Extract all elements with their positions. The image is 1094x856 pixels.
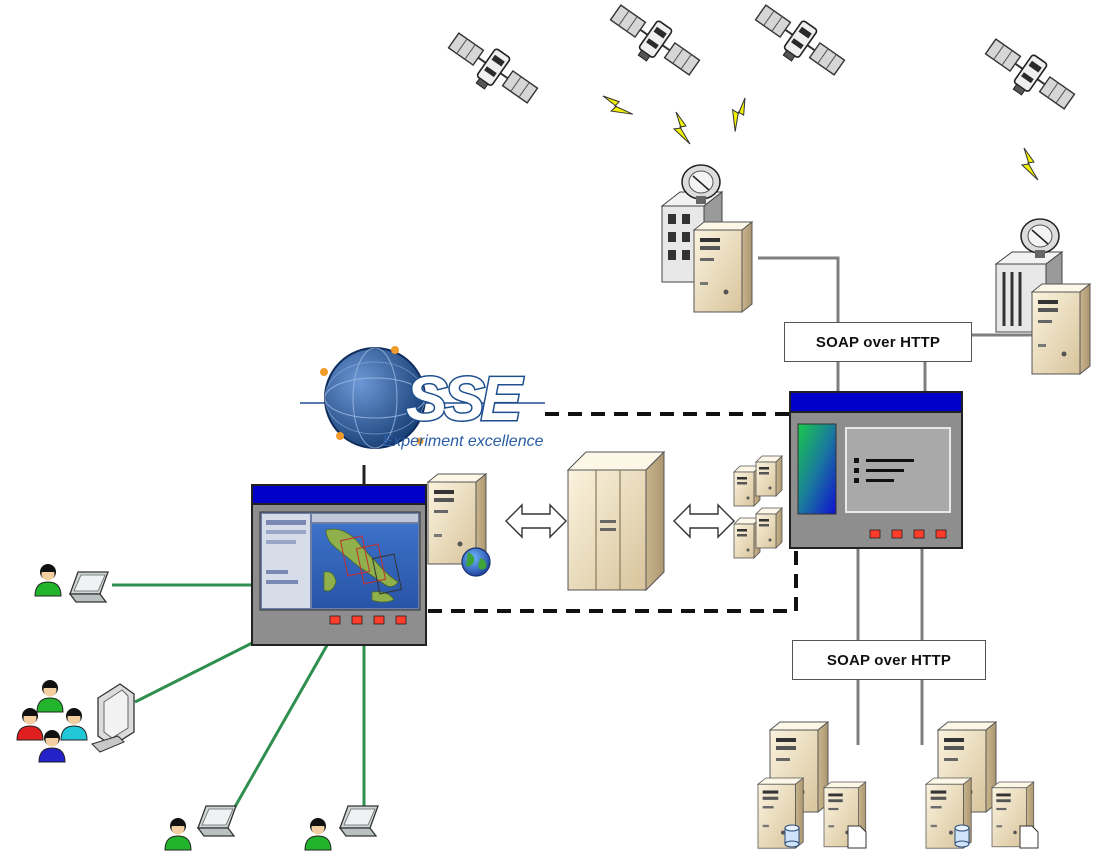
- workstation-icon: [91, 683, 135, 753]
- user-with-laptop-3: [304, 805, 379, 851]
- satellite-icon: [602, 0, 706, 87]
- user-icon: [164, 817, 192, 851]
- lightning-icon: [722, 96, 757, 133]
- globe-icon: [461, 547, 491, 577]
- database-icon: [784, 824, 800, 848]
- service-window: [789, 391, 963, 549]
- soap-label-bottom: SOAP over HTTP: [792, 640, 986, 680]
- web-server: [427, 473, 491, 577]
- logo-tagline: Experiment excellence: [383, 433, 544, 450]
- server-group-right: [925, 721, 1039, 849]
- database-icon: [954, 824, 970, 848]
- soap-label-top: SOAP over HTTP: [784, 322, 972, 362]
- sse-logo: SSE Experiment excellence: [300, 346, 545, 450]
- user-icon: [60, 707, 88, 741]
- portal-window: [251, 484, 427, 646]
- user-with-laptop-2: [164, 805, 237, 851]
- connection-lines: [112, 256, 1035, 813]
- document-icon: [847, 825, 867, 849]
- lightning-icon: [600, 87, 634, 124]
- satellite-icon: [977, 30, 1081, 121]
- server-group-left: [757, 721, 867, 849]
- logo-text: SSE: [406, 365, 524, 434]
- ground-station-2: [994, 218, 1091, 375]
- lightning-icon: [673, 111, 691, 145]
- user-icon: [36, 679, 64, 713]
- user-group: [16, 679, 135, 763]
- mainframe-icon: [566, 450, 666, 592]
- double-arrow-icon: [505, 504, 567, 538]
- laptop-icon: [69, 571, 109, 603]
- user-icon: [304, 817, 332, 851]
- laptop-icon: [197, 805, 237, 837]
- user-with-laptop-1: [34, 563, 109, 603]
- ground-station-1: [660, 164, 753, 313]
- user-icon: [34, 563, 62, 597]
- user-icon: [16, 707, 44, 741]
- server-cluster-icon: [733, 455, 783, 559]
- server-icon: [1031, 283, 1091, 375]
- satellite-icon: [747, 0, 851, 87]
- double-arrow-icon: [673, 504, 735, 538]
- laptop-icon: [339, 805, 379, 837]
- document-icon: [1019, 825, 1039, 849]
- lightning-icon: [1021, 147, 1039, 181]
- server-icon: [693, 221, 753, 313]
- satellite-icon: [440, 24, 544, 115]
